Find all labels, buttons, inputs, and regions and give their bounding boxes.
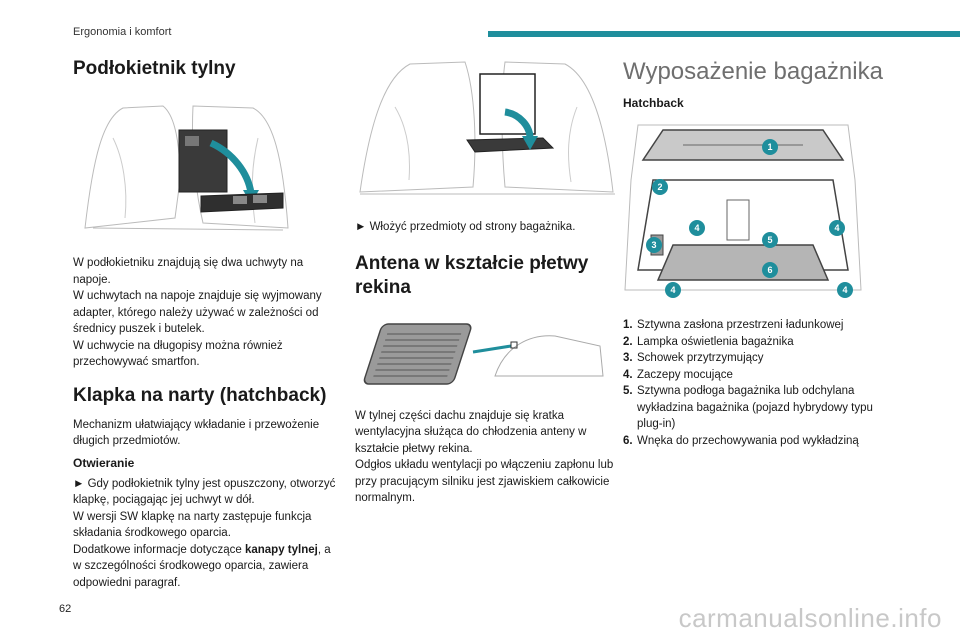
column-middle: ► Włożyć przedmioty od strony bagażnika.… <box>355 52 620 513</box>
svg-text:4: 4 <box>834 223 839 233</box>
boot-equipment-illustration: 1 2 3 4 4 5 4 6 4 <box>623 120 863 302</box>
column-left: Podłokietnik tylny W podłokietniku znajd… <box>73 58 341 591</box>
svg-text:4: 4 <box>842 285 847 295</box>
antenna-paragraph-2: Odgłos układu wentylacji po włączeniu za… <box>355 459 614 504</box>
ski-flap-insert-bullet: ► Włożyć przedmioty od strony bagażnika. <box>355 221 576 233</box>
armrest-paragraph-1: W podłokietniku znajdują się dwa uchwyty… <box>73 257 304 286</box>
ski-flap-bullet: ► Gdy podłokietnik tylny jest opuszczony… <box>73 477 336 507</box>
svg-text:6: 6 <box>767 265 772 275</box>
column-right: Wyposażenie bagażnika Hatchback 1 2 3 4 … <box>623 52 893 449</box>
ski-flap-title: Klapka na narty (hatchback) <box>73 384 327 406</box>
antenna-paragraph-1: W tylnej części dachu znajduje się kratk… <box>355 409 587 455</box>
armrest-title: Podłokietnik tylny <box>73 58 236 79</box>
antenna-title: Antena w kształcie płetwy rekina <box>355 252 589 298</box>
svg-text:1: 1 <box>767 142 772 152</box>
boot-equipment-title: Wyposażenie bagażnika <box>623 58 883 85</box>
boot-equipment-list: 1.Sztywna zasłona przestrzeni ładunkowej… <box>623 317 893 449</box>
armrest-paragraph-3: W uchwycie na długopisy można również pr… <box>73 339 283 369</box>
armrest-illustration <box>83 98 291 238</box>
svg-text:2: 2 <box>657 182 662 192</box>
boot-hatchback-subtitle: Hatchback <box>623 96 684 110</box>
header-accent-bar <box>488 31 960 37</box>
page-number: 62 <box>59 603 72 615</box>
svg-text:5: 5 <box>767 235 772 245</box>
list-item: 2.Lampka oświetlenia bagażnika <box>623 335 794 348</box>
ski-flap-more-info: Dodatkowe informacje dotyczące kanapy ty… <box>73 543 331 589</box>
svg-text:4: 4 <box>670 285 675 295</box>
rear-bench-link: kanapy tylnej <box>244 543 318 556</box>
watermark: carmanualsonline.info <box>678 603 942 633</box>
list-item: 5.Sztywna podłoga bagażnika lub odchylan… <box>623 385 873 430</box>
list-item: 4.Zaczepy mocujące <box>623 368 733 381</box>
ski-flap-illustration <box>355 52 620 202</box>
ski-flap-sw-note: W wersji SW klapkę na narty zastępuje fu… <box>73 510 312 540</box>
svg-text:4: 4 <box>694 223 699 233</box>
armrest-paragraph-2: W uchwytach na napoje znajduje się wyjmo… <box>73 290 322 335</box>
ski-flap-subtitle: Otwieranie <box>73 455 135 470</box>
list-item: 1.Sztywna zasłona przestrzeni ładunkowej <box>623 319 844 331</box>
ski-flap-intro: Mechanizm ułatwiający wkładanie i przewo… <box>73 418 320 448</box>
shark-fin-antenna-illustration <box>355 315 605 391</box>
header-section-title: Ergonomia i komfort <box>73 26 172 38</box>
list-item: 6.Wnęka do przechowywania pod wykładziną <box>623 434 859 447</box>
svg-text:3: 3 <box>651 240 656 250</box>
list-item: 3.Schowek przytrzymujący <box>623 352 764 364</box>
